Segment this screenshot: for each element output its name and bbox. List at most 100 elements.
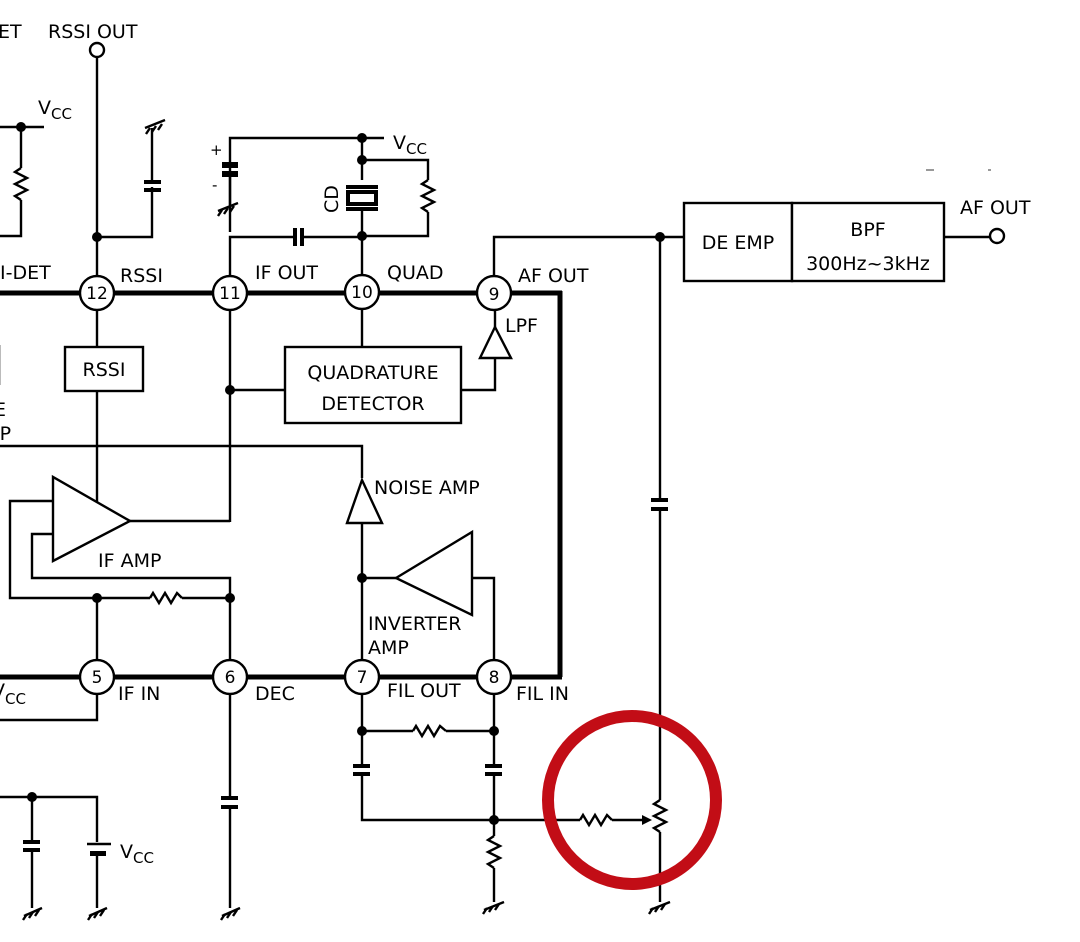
bpf-range-label: 300Hz~3kHz xyxy=(806,253,930,275)
ceramic-discriminator-body xyxy=(346,190,378,206)
wiper-arrow-icon xyxy=(642,815,652,825)
capacitor-plate xyxy=(485,764,502,768)
pin-8-label: FIL IN xyxy=(516,683,569,705)
pin-5-label: IF IN xyxy=(118,683,160,705)
capacitor-plate xyxy=(221,805,238,809)
resistor-icon xyxy=(578,812,613,828)
electrolytic-capacitor-plate xyxy=(222,171,238,177)
wire xyxy=(362,212,430,238)
pin-6: 6 xyxy=(211,658,249,696)
bpf-block xyxy=(790,201,946,283)
capacitor-plate xyxy=(144,180,161,184)
pin-9-number: 9 xyxy=(489,285,500,305)
wire xyxy=(0,795,99,842)
label-vcc-v: V xyxy=(120,841,133,863)
resistor-icon xyxy=(419,179,437,213)
de-emp-block xyxy=(682,201,794,283)
wire xyxy=(461,358,497,392)
label-rssi-out: RSSI OUT xyxy=(48,21,138,43)
ground-icon xyxy=(220,906,241,921)
quadrature-detector-block xyxy=(283,345,463,425)
ceramic-discriminator-plate xyxy=(346,185,378,189)
noise-amp-label: NOISE AMP xyxy=(374,477,480,499)
resistor-icon xyxy=(12,167,30,201)
pin-12-label: RSSI xyxy=(120,265,163,287)
junction xyxy=(489,815,499,825)
pin-12-number: 12 xyxy=(86,284,108,304)
quadrature-label: QUADRATURE xyxy=(307,362,438,384)
label-vcc-v: V xyxy=(38,97,51,119)
label-partial-e: E xyxy=(0,399,6,421)
pin-8: 8 xyxy=(475,658,513,696)
label-partial-ip: IP xyxy=(0,423,11,445)
pin-7: 7 xyxy=(343,658,381,696)
lpf-label: LPF xyxy=(505,315,538,337)
capacitor-plate xyxy=(651,498,668,502)
pin-5-number: 5 xyxy=(92,668,103,688)
de-emp-label: DE EMP xyxy=(702,232,775,254)
pin-9: 9 xyxy=(475,274,513,312)
inverter-amp-icon xyxy=(393,529,474,617)
capacitor-plate xyxy=(144,188,161,192)
ground-icon xyxy=(648,900,671,915)
resistor-icon xyxy=(148,590,183,606)
capacitor-plate xyxy=(485,772,502,776)
inverter-label: INVERTER xyxy=(368,613,461,635)
pin-11: 11 xyxy=(211,274,249,312)
resistor-icon xyxy=(485,835,503,869)
label-vcc-cc: CC xyxy=(51,105,72,123)
wire xyxy=(0,200,23,238)
rssi-block xyxy=(63,345,145,393)
label-af-out-terminal: AF OUT xyxy=(960,197,1031,219)
wire xyxy=(472,576,496,660)
label-vcc-cc: CC xyxy=(5,690,26,708)
highlight-circle xyxy=(542,710,722,890)
label-vcc-cc: CC xyxy=(133,849,154,867)
label-vcc-v: V xyxy=(0,680,5,702)
detector-label: DETECTOR xyxy=(321,393,424,415)
wire xyxy=(8,499,97,600)
rssi-block-label: RSSI xyxy=(83,359,126,381)
inverter-amp-label: AMP xyxy=(368,637,409,659)
capacitor-plate xyxy=(23,840,40,844)
ceramic-discriminator-plate xyxy=(346,207,378,211)
bpf-label: BPF xyxy=(850,219,885,241)
label-cd: CD xyxy=(321,185,343,213)
if-amp-icon xyxy=(51,474,133,563)
ground-icon xyxy=(87,906,108,921)
wire-rssi-cap xyxy=(97,187,154,239)
lpf-amplifier-icon xyxy=(478,324,513,360)
capacitor-plate xyxy=(353,772,370,776)
electrolytic-capacitor-plate xyxy=(222,162,238,168)
ground-icon xyxy=(22,906,43,921)
wire-noise-amp xyxy=(0,444,364,478)
label-partial-det: ET xyxy=(0,21,22,43)
battery-plate-short xyxy=(90,851,106,856)
pin-8-number: 8 xyxy=(489,668,500,688)
pin-10-label: QUAD xyxy=(387,262,444,284)
wire xyxy=(360,776,580,822)
pin-7-label: FIL OUT xyxy=(387,680,461,702)
ground-icon xyxy=(144,118,166,135)
wire xyxy=(30,532,232,660)
pin-6-number: 6 xyxy=(225,668,236,688)
wire xyxy=(0,694,99,722)
if-amp-label: IF AMP xyxy=(98,550,161,572)
capacitor-plate xyxy=(221,796,238,800)
wire-af-out xyxy=(492,235,683,276)
label-minus: - xyxy=(212,176,217,194)
noise-amp-icon xyxy=(345,476,384,525)
wire xyxy=(362,158,430,180)
terminal-rssi-out xyxy=(88,41,106,59)
wire xyxy=(228,235,294,282)
pin-11-label: IF OUT xyxy=(255,262,318,284)
capacitor-plate xyxy=(651,507,668,511)
pin-5: 5 xyxy=(78,658,116,696)
label-mdet-partial: I-DET xyxy=(0,262,51,284)
pin-10: 10 xyxy=(343,273,381,311)
pin-7-number: 7 xyxy=(357,668,368,688)
pin-11-number: 11 xyxy=(219,284,241,304)
pin-12: 12 xyxy=(78,274,116,312)
ground-icon xyxy=(482,900,505,915)
